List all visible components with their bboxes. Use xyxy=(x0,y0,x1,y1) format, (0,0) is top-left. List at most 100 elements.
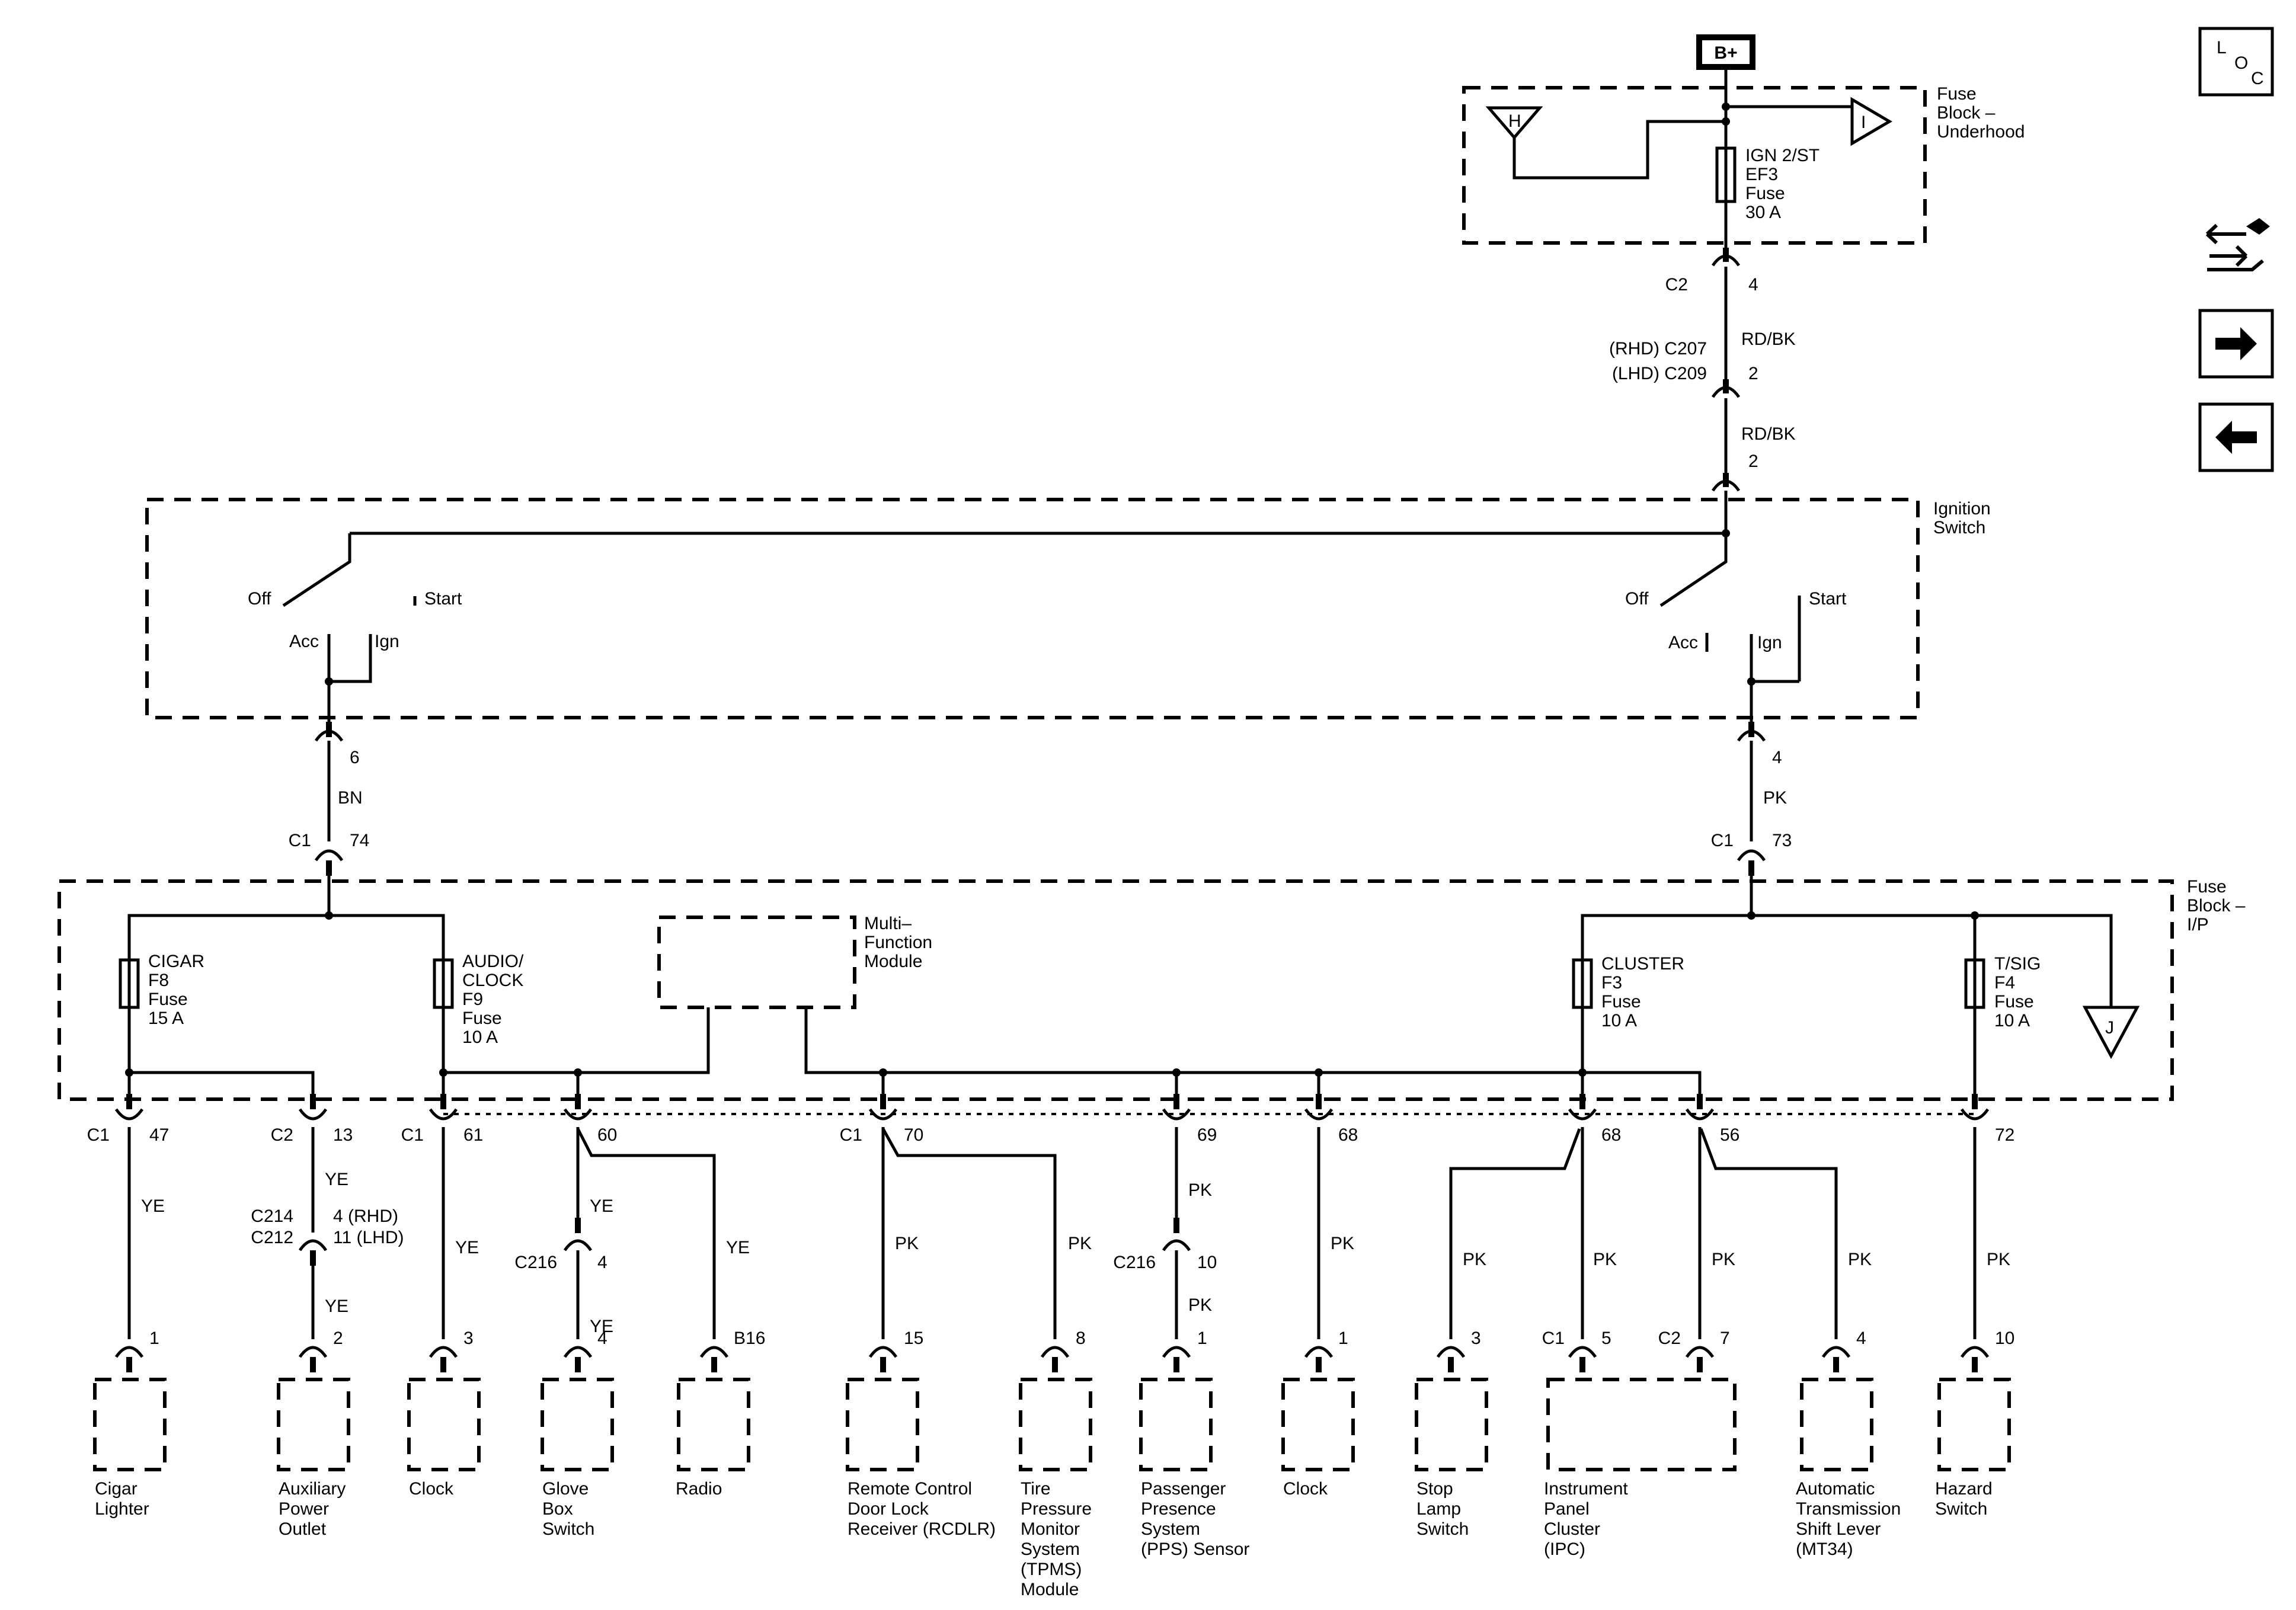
ipc-label-1: Instrument xyxy=(1544,1479,1628,1499)
arrow-left-icon xyxy=(2215,421,2257,454)
ipc-label-3: Cluster xyxy=(1544,1519,1600,1539)
fuse-ign2-rating: 30 A xyxy=(1745,203,1781,222)
shift-lever-box xyxy=(1800,1378,1873,1471)
glove-label-3: Switch xyxy=(542,1519,594,1539)
pin-68b: 68 xyxy=(1601,1125,1621,1145)
mfm-label-2: Function xyxy=(864,933,932,952)
wire-pk-rcdlr: PK xyxy=(895,1234,919,1253)
pps-label-2: Presence xyxy=(1141,1499,1216,1519)
fuse-ign2-label: IGN 2/ST xyxy=(1745,146,1819,165)
ignition-switch-pin-2: 2 xyxy=(1748,452,1758,471)
ipc-box xyxy=(1546,1378,1737,1471)
tpms-module-box xyxy=(1019,1378,1092,1471)
underhood-label-3: Underhood xyxy=(1937,122,2025,142)
cigar-label-1: Cigar xyxy=(95,1479,137,1499)
radio-pin: B16 xyxy=(734,1329,765,1348)
connector-c207-rhd: (RHD) C207 xyxy=(1609,339,1707,359)
battery-label: B+ xyxy=(1714,43,1737,63)
wire-ye-cigar: YE xyxy=(141,1196,165,1216)
ignition-switch-pin-6: 6 xyxy=(350,748,360,767)
connector-c209-lhd: (LHD) C209 xyxy=(1612,364,1707,383)
hazard-label-1: Hazard xyxy=(1935,1479,1993,1499)
ipc-pin-1: 5 xyxy=(1601,1329,1611,1348)
c212-conn: C212 xyxy=(251,1228,293,1247)
c216-left-conn: C216 xyxy=(514,1253,557,1272)
rcdlr-label-3: Receiver (RCDLR) xyxy=(848,1519,996,1539)
glove-label-2: Box xyxy=(542,1499,573,1519)
radio-box xyxy=(677,1378,750,1471)
wire-ye-aux-1: YE xyxy=(325,1170,348,1189)
fuse-audio-type: Fuse xyxy=(462,1009,502,1028)
c216-right-pin: 10 xyxy=(1197,1253,1217,1272)
pps-sensor-box xyxy=(1139,1378,1213,1471)
stop-label-1: Stop xyxy=(1416,1479,1453,1499)
c1-74-conn: C1 xyxy=(289,831,311,850)
c1-70-pin: 70 xyxy=(904,1125,923,1145)
underhood-label-1: Fuse xyxy=(1937,84,1977,104)
fuse-cigar-id: F8 xyxy=(148,971,169,990)
wire-pk-stop: PK xyxy=(1463,1250,1486,1269)
fuse-cluster-id: F3 xyxy=(1601,973,1622,993)
underhood-label-2: Block – xyxy=(1937,103,1996,123)
loc-button[interactable]: L O C xyxy=(2198,27,2274,97)
c212-pin-lhd: 11 (LHD) xyxy=(333,1228,404,1247)
connector-c216-left xyxy=(563,1239,593,1251)
stop-label-3: Switch xyxy=(1416,1519,1469,1539)
tpms-label-1: Tire xyxy=(1021,1479,1051,1499)
wire-pk-tpms: PK xyxy=(1068,1234,1092,1253)
ref-i-label: I xyxy=(1861,113,1866,132)
ipc-conn-1: C1 xyxy=(1542,1329,1565,1348)
wire-color-rdbk-1: RD/BK xyxy=(1741,329,1796,349)
wire-color-pk-ign: PK xyxy=(1763,788,1787,808)
c216-left-pin: 4 xyxy=(597,1253,607,1272)
wire-pk-pps-1: PK xyxy=(1188,1180,1212,1200)
multi-function-module xyxy=(657,916,856,1009)
ip-block-label-2: Block – xyxy=(2187,896,2246,916)
loc-icon-o: O xyxy=(2234,53,2248,73)
shift-pin: 4 xyxy=(1856,1329,1866,1348)
fuse-tsig-type: Fuse xyxy=(1994,992,2034,1012)
battery-terminal: B+ xyxy=(1696,34,1755,70)
reference-i-arrow xyxy=(1850,97,1892,146)
fuse-cigar-rating: 15 A xyxy=(148,1009,184,1028)
fuse-audio-label-1: AUDIO/ xyxy=(462,952,524,971)
fuse-tsig-rating: 10 A xyxy=(1994,1011,2030,1030)
c1-61-conn: C1 xyxy=(401,1125,424,1145)
tpms-label-2: Pressure xyxy=(1021,1499,1092,1519)
glove-label-1: Glove xyxy=(542,1479,589,1499)
hazard-pin: 10 xyxy=(1995,1329,2014,1348)
right-switch-ign: Ign xyxy=(1757,633,1782,652)
wire-pk-hazard: PK xyxy=(1987,1250,2010,1269)
wire-ye-glove-2: YE xyxy=(590,1317,613,1336)
reference-j-arrow xyxy=(2082,1006,2140,1060)
glove-box-switch-box xyxy=(541,1378,614,1471)
ignition-switch-pin-4: 4 xyxy=(1772,748,1782,767)
ref-j-label: J xyxy=(2105,1018,2114,1038)
shift-label-3: Shift Lever xyxy=(1796,1519,1881,1539)
c216-right-conn: C216 xyxy=(1113,1253,1156,1272)
next-page-button[interactable] xyxy=(2198,309,2274,379)
ignition-switch-box xyxy=(145,498,1920,719)
wire-ye-aux-2: YE xyxy=(325,1297,348,1316)
clock2-pin: 1 xyxy=(1338,1329,1348,1348)
tpms-label-5: (TPMS) xyxy=(1021,1560,1082,1579)
right-switch-start: Start xyxy=(1809,589,1847,609)
cigar-label-2: Lighter xyxy=(95,1499,149,1519)
pin-72: 72 xyxy=(1995,1125,2014,1145)
c1-73-pin: 73 xyxy=(1772,831,1792,850)
schematic-icon[interactable] xyxy=(2193,209,2276,280)
aux-label-3: Outlet xyxy=(279,1519,327,1539)
previous-page-button[interactable] xyxy=(2198,402,2274,472)
wire-pk-ipc-2: PK xyxy=(1712,1250,1735,1269)
tpms-label-6: Module xyxy=(1021,1580,1079,1599)
c1-47-conn: C1 xyxy=(87,1125,110,1145)
connector-c2-pin: 4 xyxy=(1748,275,1758,295)
clock-box-1 xyxy=(407,1378,481,1471)
ip-block-label-3: I/P xyxy=(2187,915,2209,934)
right-switch-acc: Acc xyxy=(1668,633,1698,652)
tpms-label-4: System xyxy=(1021,1539,1080,1559)
right-switch-off: Off xyxy=(1625,589,1649,609)
c1-47-pin: 47 xyxy=(149,1125,169,1145)
ipc-pin-2: 7 xyxy=(1720,1329,1730,1348)
